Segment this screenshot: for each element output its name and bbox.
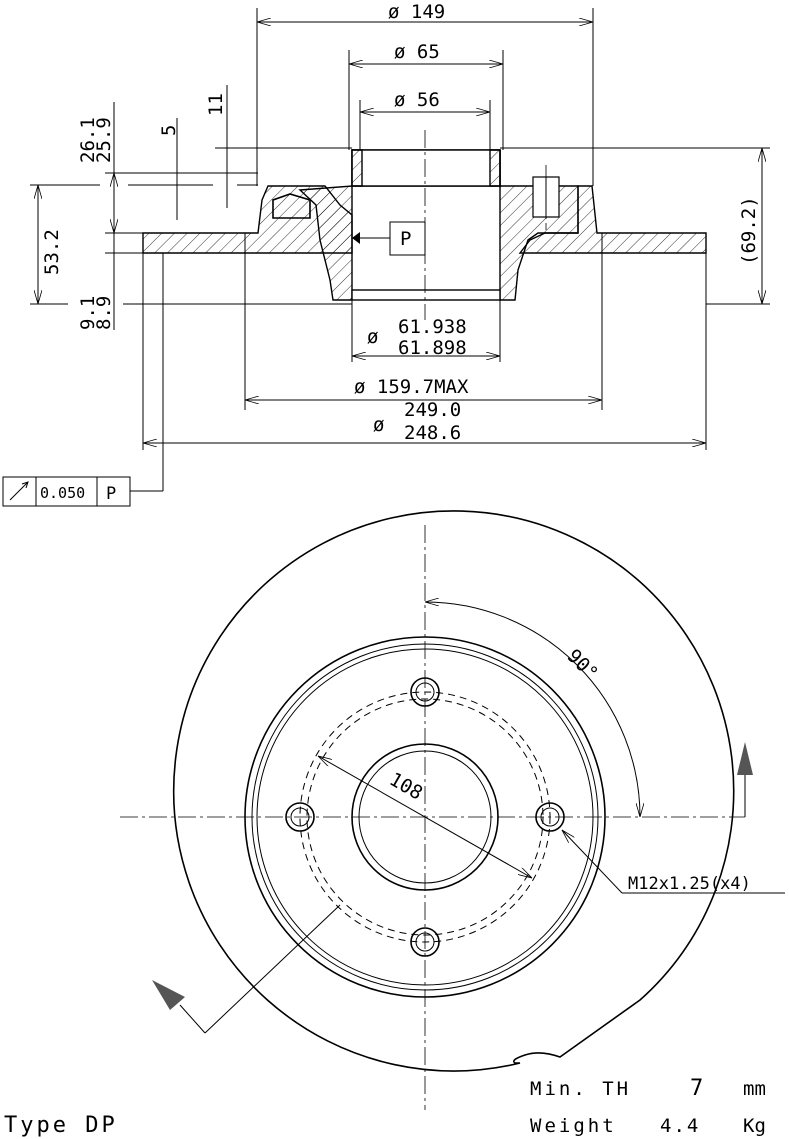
- tolerance-value: 0.050: [40, 484, 85, 502]
- section-right-hub: [499, 150, 579, 301]
- angle-90: 90°: [562, 645, 602, 685]
- dim-9-1: 9.1: [77, 296, 99, 330]
- dim-69-2: (69.2): [738, 196, 760, 265]
- dim-249-0: 249.0: [404, 399, 461, 421]
- dim-5: 5: [158, 125, 180, 136]
- dim-248-6: 248.6: [404, 422, 461, 444]
- dim-26-1: 26.1: [77, 117, 99, 163]
- weight-value: 4.4: [660, 1115, 700, 1137]
- dim-149: ø 149: [388, 1, 445, 23]
- dim-159-7: ø 159.7MAX: [354, 376, 469, 398]
- thread-spec: M12x1.25(x4): [628, 874, 751, 894]
- min-th-unit: mm: [743, 1078, 766, 1100]
- front-view: 90° 108 M12x1.25(x4): [120, 510, 785, 1110]
- dim-8-9: 8.9: [93, 296, 115, 330]
- dim-11: 11: [205, 93, 227, 116]
- svg-text:ø: ø: [367, 326, 378, 348]
- datum-p-label: P: [400, 228, 411, 250]
- dim-53-2: 53.2: [41, 229, 63, 275]
- weight-unit: Kg: [743, 1115, 766, 1137]
- tolerance-datum: P: [106, 484, 116, 504]
- dim-61-898: 61.898: [398, 337, 467, 359]
- runout-arrow-icon: [9, 481, 29, 501]
- svg-text:ø: ø: [373, 414, 384, 436]
- min-th-label: Min. TH: [530, 1078, 631, 1100]
- dim-25-9: 25.9: [93, 117, 115, 163]
- pcd-108: 108: [386, 768, 427, 804]
- weight-label: Weight: [530, 1115, 617, 1137]
- section-arrow-icon: [152, 980, 185, 1010]
- section-view: P ø 149 ø 65 ø 56 53.2 26.1 2: [30, 1, 770, 465]
- datum-p-box: [389, 221, 426, 256]
- section-arrow-icon: [737, 742, 753, 775]
- runout-tolerance-frame: 0.050 P: [2, 455, 164, 507]
- dim-61-938: 61.938: [398, 316, 467, 338]
- type-label: Type DP: [4, 1113, 118, 1138]
- dim-56: ø 56: [394, 89, 440, 111]
- section-right-flange: [518, 185, 707, 254]
- specs: Min. TH 7 mm Weight 4.4 Kg Type DP: [4, 1076, 766, 1138]
- dim-65: ø 65: [394, 41, 440, 63]
- section-left-hub: [298, 185, 353, 301]
- min-th-value: 7: [690, 1076, 703, 1101]
